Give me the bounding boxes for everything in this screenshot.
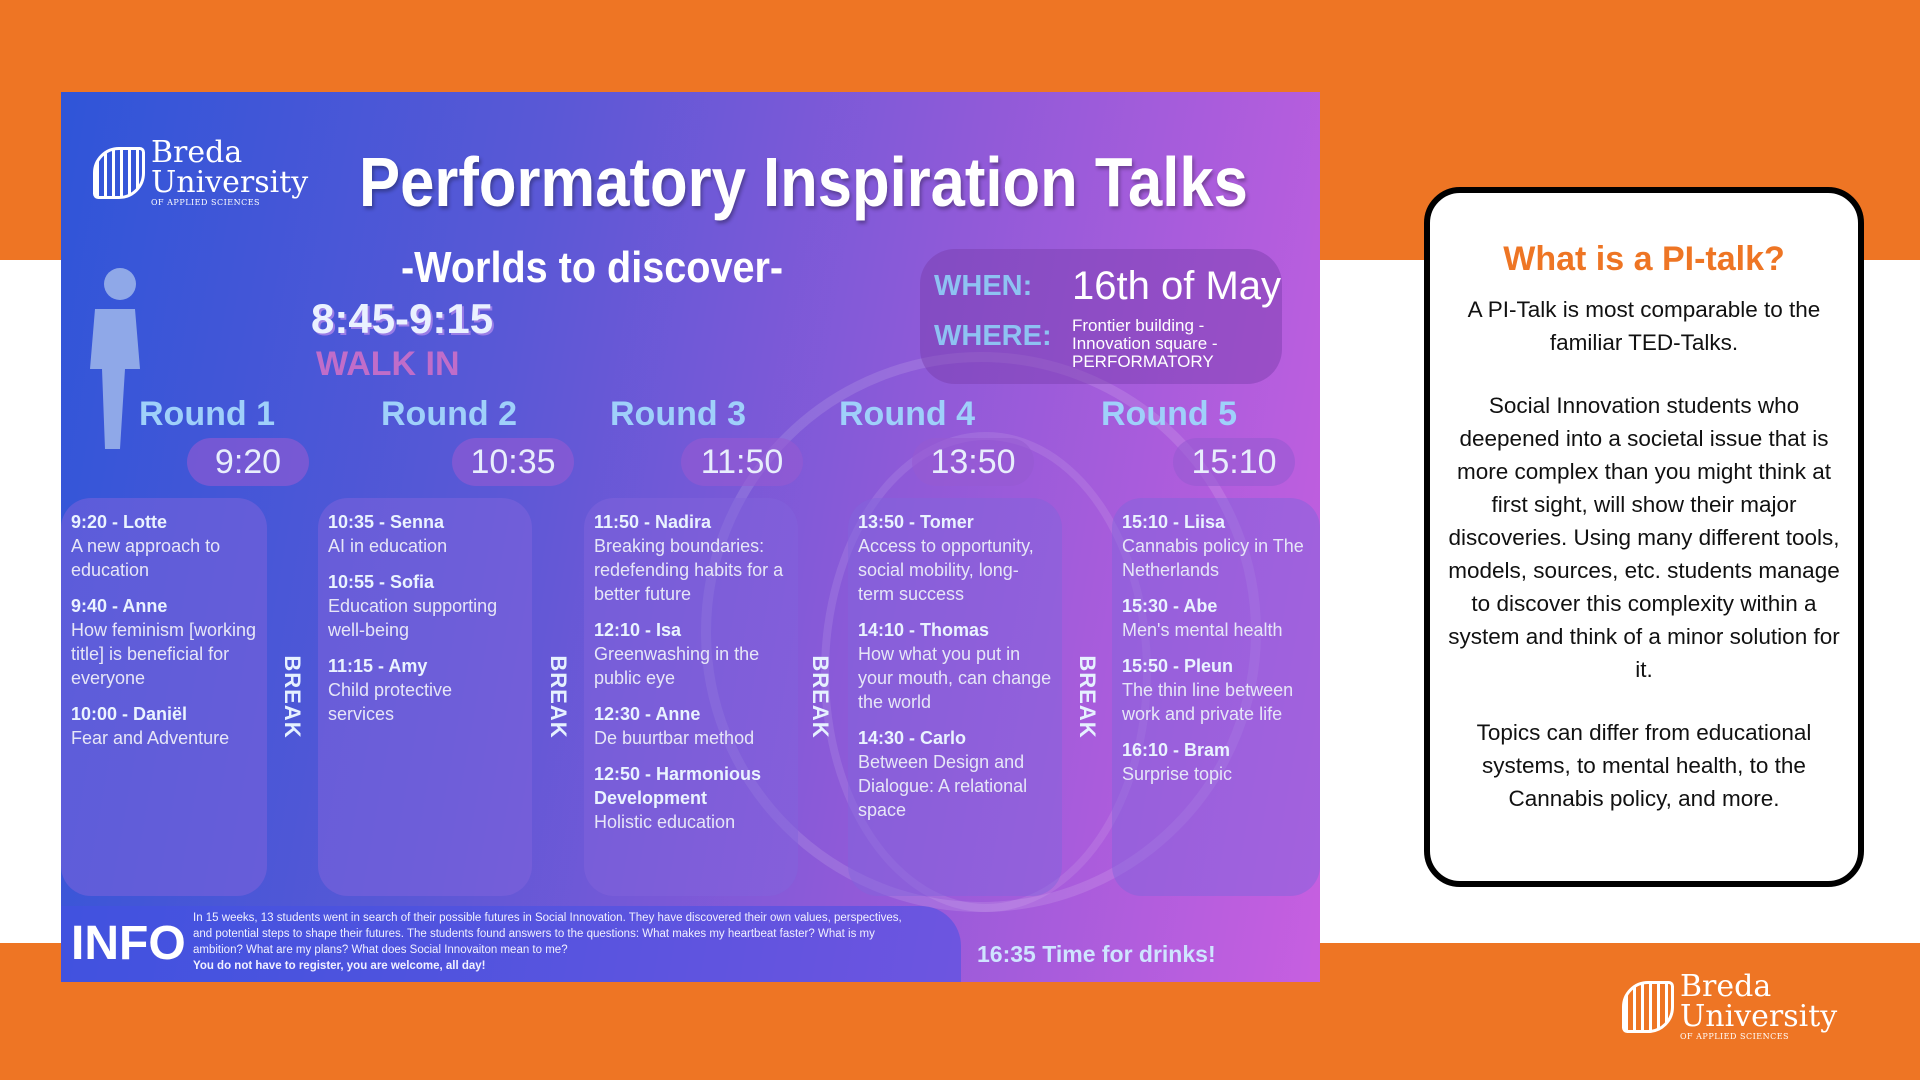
walk-in-label: WALK IN — [316, 345, 460, 383]
talk-topic: Child protective services — [328, 680, 453, 724]
talk-speaker: 10:55 - Sofia — [328, 572, 435, 592]
round-label: Round 1 — [139, 395, 275, 433]
talk-topic: Fear and Adventure — [71, 728, 230, 748]
when-label: WHEN: — [934, 270, 1033, 302]
talk-speaker: 11:15 - Amy — [328, 656, 428, 676]
talk-topic: Greenwashing in the public eye — [594, 644, 760, 688]
where-line: Frontier building - — [1072, 316, 1205, 335]
info-text: In 15 weeks, 13 students went in search … — [193, 910, 923, 974]
talk-speaker: 15:50 - Pleun — [1122, 656, 1234, 676]
talk-speaker: 14:30 - Carlo — [858, 728, 967, 748]
round-1-schedule: 9:20 - Lotte A new approach to education 9… — [61, 498, 267, 896]
logo-line3: OF APPLIED SCIENCES — [1680, 1032, 1790, 1041]
talk-speaker: 9:20 - Lotte — [71, 512, 168, 532]
poster-subtitle: -Worlds to discover- — [401, 243, 784, 292]
talk-topic: A new approach to education — [71, 536, 221, 580]
break-label: BREAK — [280, 655, 305, 739]
where-value: Frontier building - Innovation square - … — [1072, 317, 1218, 371]
info-strip: INFO In 15 weeks, 13 students went in se… — [61, 906, 961, 982]
card-paragraph-2: Social Innovation students who deepened … — [1448, 393, 1840, 682]
info-welcome: You do not have to register, you are wel… — [193, 960, 486, 972]
talk-topic: Education supporting well-being — [328, 596, 498, 640]
poster-title: Performatory Inspiration Talks — [359, 143, 1248, 221]
talk-speaker: 15:10 - Liisa — [1122, 512, 1226, 532]
talk-speaker: 14:10 - Thomas — [858, 620, 990, 640]
talk-speaker: 12:30 - Anne — [594, 704, 701, 724]
talk-speaker: 9:40 - Anne — [71, 596, 168, 616]
thinker-icon — [90, 268, 140, 449]
talk-speaker: 15:30 - Abe — [1122, 596, 1218, 616]
talk-topic: Holistic education — [594, 812, 736, 832]
logo-line2: University — [1680, 999, 1838, 1034]
break-label: BREAK — [1075, 655, 1100, 739]
drinks-time: 16:35 Time for drinks! — [977, 941, 1216, 967]
round-label: Round 3 — [610, 395, 746, 433]
round-time-pill: 11:50 — [681, 438, 803, 486]
logo-mark-icon — [1622, 981, 1674, 1033]
talk-topic: The thin line between work and private l… — [1122, 680, 1294, 724]
round-time-pill: 13:50 — [912, 438, 1034, 486]
talk-speaker: 10:00 - Daniël — [71, 704, 188, 724]
talk-topic: How what you put in your mouth, can chan… — [858, 644, 1052, 712]
logo-line1: Breda — [151, 135, 243, 170]
card-paragraph-3: Topics can differ from educational syste… — [1476, 720, 1812, 811]
talk-speaker: 10:35 - Senna — [328, 512, 445, 532]
logo-line2: University — [151, 165, 309, 200]
when-where-box: WHEN: 16th of May WHERE: Frontier buildi… — [920, 249, 1282, 384]
round-label: Round 5 — [1101, 395, 1237, 433]
round-time-pill: 9:20 — [187, 438, 309, 486]
talk-speaker: 11:50 - Nadira — [594, 512, 712, 532]
round-label: Round 4 — [839, 395, 975, 433]
talk-topic: Cannabis policy in The Netherlands — [1122, 536, 1304, 580]
where-label: WHERE: — [934, 320, 1052, 352]
talk-topic: Access to opportunity, social mobility, … — [858, 536, 1034, 604]
talk-speaker: 12:50 - Harmonious Development — [594, 764, 762, 808]
card-title: What is a PI-talk? — [1503, 240, 1785, 278]
talk-topic: Surprise topic — [1122, 764, 1233, 784]
talk-speaker: 12:10 - Isa — [594, 620, 682, 640]
walk-in-time: 8:45-9:15 — [311, 295, 494, 342]
break-label: BREAK — [808, 655, 833, 739]
talk-topic: Men's mental health — [1122, 620, 1283, 640]
talk-topic: How feminism [working title] is benefici… — [71, 620, 257, 688]
logo-mark-icon — [93, 147, 145, 199]
talk-speaker: 13:50 - Tomer — [858, 512, 974, 532]
logo-line3: OF APPLIED SCIENCES — [151, 198, 261, 207]
round-label: Round 2 — [381, 395, 517, 433]
info-body: In 15 weeks, 13 students went in search … — [193, 912, 902, 956]
pi-talk-info-card: What is a PI-talk? A PI-Talk is most com… — [1424, 187, 1864, 887]
round-time-pill: 15:10 — [1173, 438, 1295, 486]
where-line: PERFORMATORY — [1072, 352, 1214, 371]
card-paragraph-1: A PI-Talk is most comparable to the fami… — [1467, 297, 1821, 355]
talk-topic: Breaking boundaries: redefending habits … — [594, 536, 784, 604]
info-heading: INFO — [71, 917, 186, 970]
logo-line1: Breda — [1680, 969, 1772, 1004]
round-time-pill: 10:35 — [452, 438, 574, 486]
round-2-schedule: 10:35 - Senna AI in education 10:55 - Sofi… — [318, 498, 532, 896]
when-value: 16th of May — [1072, 264, 1282, 308]
talk-topic: AI in education — [328, 536, 448, 556]
talk-topic: Between Design and Dialogue: A relationa… — [858, 752, 1028, 820]
talk-topic: De buurtbar method — [594, 728, 755, 748]
where-line: Innovation square - — [1072, 334, 1218, 353]
talk-speaker: 16:10 - Bram — [1122, 740, 1231, 760]
break-label: BREAK — [546, 655, 571, 739]
